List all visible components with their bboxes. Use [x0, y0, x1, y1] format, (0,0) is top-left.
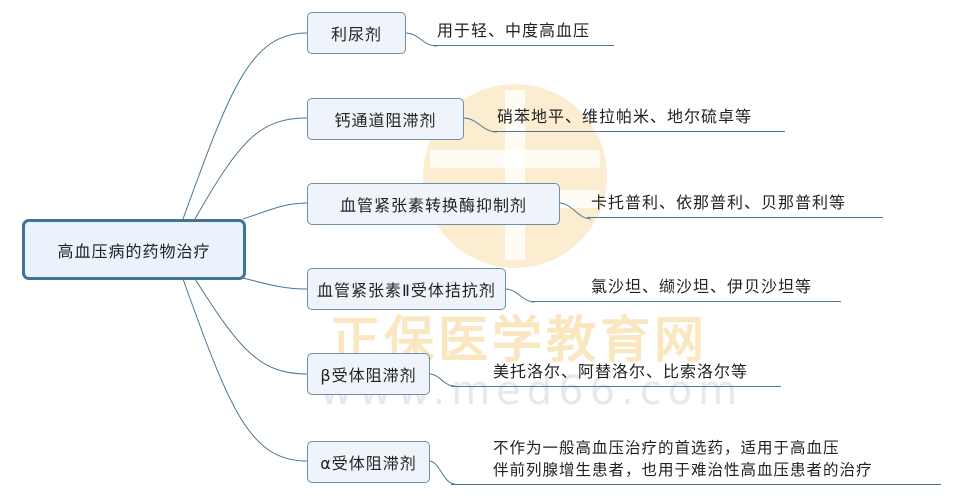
- detail-ccb: 硝苯地平、维拉帕米、地尔硫卓等: [493, 106, 785, 132]
- branch-label: β受体阻滞剂: [320, 366, 417, 385]
- branch-ccb[interactable]: 钙通道阻滞剂: [307, 98, 464, 140]
- detail-line-1: 不作为一般高血压治疗的首选药，适用于高血压: [493, 439, 840, 457]
- detail-acei: 卡托普利、依那普利、贝那普利等: [587, 192, 883, 218]
- branch-label: α受体阻滞剂: [320, 454, 417, 473]
- root-node[interactable]: 高血压病的药物治疗: [22, 219, 246, 280]
- branch-beta-blocker[interactable]: β受体阻滞剂: [307, 353, 430, 395]
- detail-line-2: 伴前列腺增生患者，也用于难治性高血压患者的治疗: [493, 461, 873, 479]
- detail-diuretics: 用于轻、中度高血压: [433, 20, 614, 46]
- detail-arb: 氯沙坦、缬沙坦、伊贝沙坦等: [531, 276, 841, 302]
- branch-diuretics[interactable]: 利尿剂: [307, 12, 406, 54]
- branch-label: 钙通道阻滞剂: [334, 111, 437, 130]
- branch-arb[interactable]: 血管紧张素Ⅱ受体拮抗剂: [307, 268, 506, 310]
- root-label: 高血压病的药物治疗: [57, 241, 211, 261]
- branch-label: 利尿剂: [330, 25, 382, 44]
- branch-label: 血管紧张素Ⅱ受体拮抗剂: [317, 281, 496, 300]
- detail-alpha-blocker: 不作为一般高血压治疗的首选药，适用于高血压 伴前列腺增生患者，也用于难治性高血压…: [451, 437, 941, 485]
- detail-beta-blocker: 美托洛尔、阿替洛尔、比索洛尔等: [451, 361, 781, 387]
- branch-acei[interactable]: 血管紧张素转换酶抑制剂: [307, 183, 560, 225]
- branch-alpha-blocker[interactable]: α受体阻滞剂: [307, 441, 430, 483]
- branch-label: 血管紧张素转换酶抑制剂: [339, 196, 527, 215]
